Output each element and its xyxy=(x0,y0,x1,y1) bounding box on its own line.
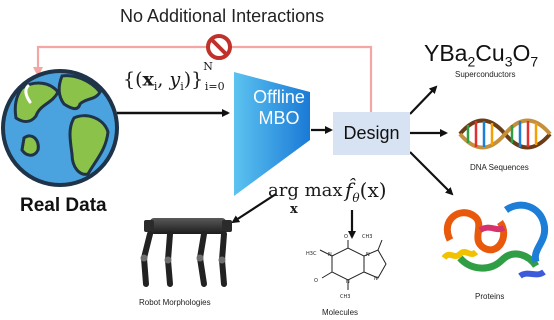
offline-mbo-line2: MBO xyxy=(258,107,300,128)
molecule-atom-label: N xyxy=(346,279,350,285)
molecule-atom-label: N xyxy=(374,276,378,282)
molecule-atom-label: N xyxy=(328,252,332,258)
superconductors-caption: Superconductors xyxy=(455,70,516,79)
no-sign-icon xyxy=(206,34,232,60)
molecule-atom-label: H3C xyxy=(306,251,317,257)
molecule-atom-label: CH3 xyxy=(362,234,372,240)
theta-subscript: θ xyxy=(352,191,360,205)
robot-caption: Robot Morphologies xyxy=(139,298,211,307)
dna-helix-icon xyxy=(458,118,552,150)
f-hat: f̂ xyxy=(345,178,353,202)
argmax-label: arg max xyxy=(268,180,343,201)
dna-caption: DNA Sequences xyxy=(470,163,529,172)
arrow-to-superconductor xyxy=(409,85,438,115)
molecule-atom-label: N xyxy=(366,252,370,258)
offline-mbo-line1: Offline xyxy=(253,87,305,107)
offline-mbo-label: Offline MBO xyxy=(244,87,314,128)
formula-part: 7 xyxy=(530,53,539,70)
dataset-notation: {(xi, yi)}Ni=0 xyxy=(123,60,225,94)
formula-part: 3 xyxy=(504,53,513,70)
dataset-index: i xyxy=(180,80,184,94)
dataset-x: x xyxy=(142,68,154,91)
dataset-y: y xyxy=(169,68,181,91)
offline-mbo-funnel xyxy=(234,72,310,196)
real-data-label: Real Data xyxy=(20,195,107,216)
formula-part: Cu xyxy=(475,40,505,66)
arrow-to-proteins xyxy=(409,151,454,196)
surrogate-model-label: f̂θ(x) xyxy=(345,178,387,205)
design-box: Design xyxy=(333,112,410,155)
molecule-atom-label: O xyxy=(314,278,318,284)
formula-part: 2 xyxy=(467,53,476,70)
design-label: Design xyxy=(343,123,400,143)
dataset-sub: i=0 xyxy=(204,80,225,94)
dataset-open: {( xyxy=(123,68,143,91)
dataset-sep: , xyxy=(157,68,170,91)
robot-quadruped-icon xyxy=(140,218,232,287)
molecule-atom-label: O xyxy=(344,234,348,240)
arrow-to-robot xyxy=(231,193,277,224)
f-argument: (x) xyxy=(359,178,387,202)
molecule-structure-icon xyxy=(319,239,387,290)
proteins-caption: Proteins xyxy=(475,292,505,301)
feedback-loop-line xyxy=(33,45,373,112)
argmax-subscript: x xyxy=(290,202,298,217)
protein-ribbon-icon xyxy=(441,201,549,279)
formula-part: YBa xyxy=(424,40,468,66)
molecule-atom-label: CH3 xyxy=(340,294,350,300)
superconductor-formula: YBa2Cu3O7 xyxy=(424,40,538,70)
dataset-close: )} xyxy=(183,68,204,91)
globe-icon xyxy=(1,69,119,187)
no-interactions-label: No Additional Interactions xyxy=(120,6,325,26)
molecules-caption: Molecules xyxy=(322,308,359,317)
dataset-index: i xyxy=(153,80,158,94)
dataset-sup: N xyxy=(203,60,213,73)
formula-part: O xyxy=(512,40,531,66)
